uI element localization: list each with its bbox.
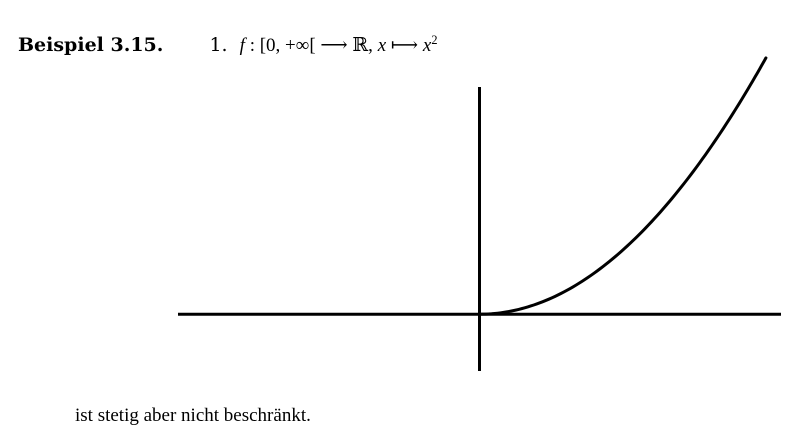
function-curve <box>478 56 768 316</box>
example-heading: Beispiel 3.15. 1. f : [0, +∞[ ⟶ ℝ, x ⟼ x… <box>18 33 438 56</box>
caption: ist stetig aber nicht beschränkt. <box>75 405 311 426</box>
function-variable: x <box>377 35 387 56</box>
function-image: x <box>422 35 432 56</box>
function-domain: : [0, +∞[ ⟶ ℝ, <box>244 35 378 56</box>
function-name: f <box>239 35 245 56</box>
function-definition: f : [0, +∞[ ⟶ ℝ, x ⟼ x2 <box>239 33 438 56</box>
example-label: Beispiel 3.15. <box>18 34 164 56</box>
item-number: 1. <box>209 34 228 56</box>
function-exponent: 2 <box>431 33 438 48</box>
mapsto-arrow: ⟼ <box>386 35 423 56</box>
